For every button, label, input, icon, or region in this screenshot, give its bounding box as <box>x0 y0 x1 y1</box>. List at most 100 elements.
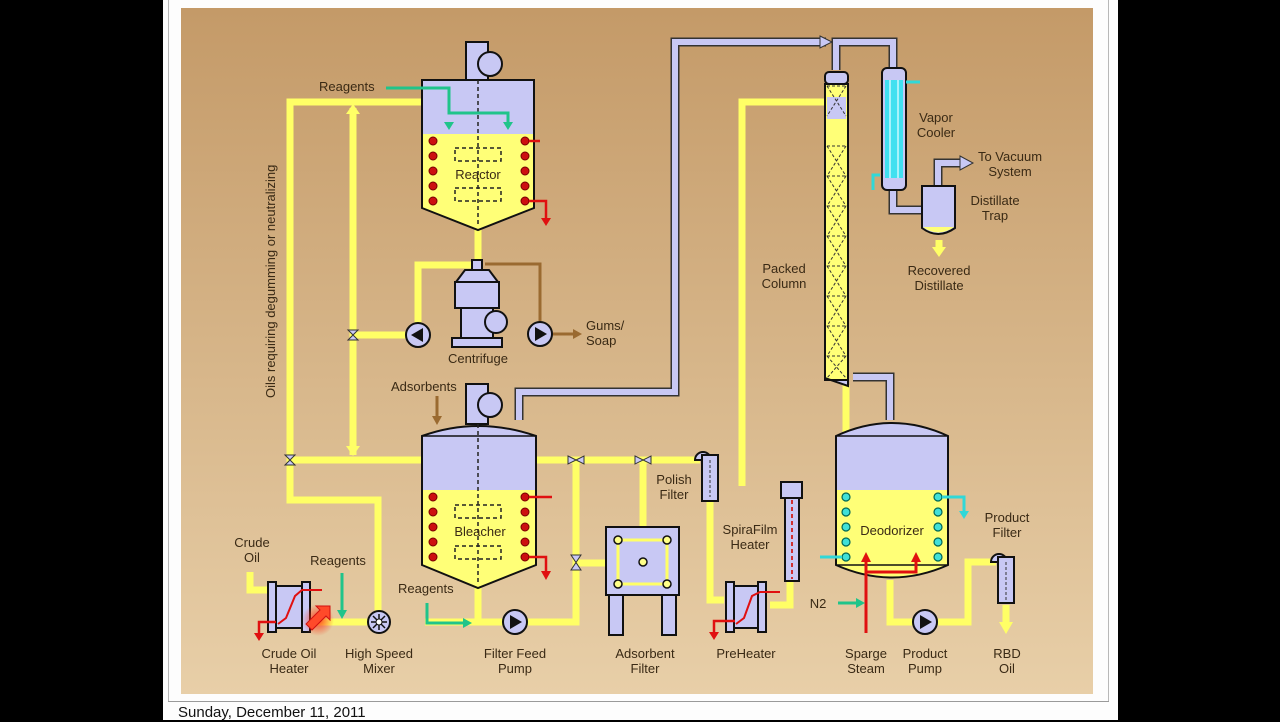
filter-feed-pump-label-line1: Filter Feed <box>484 646 546 661</box>
crude-oil-label-line2: Oil <box>244 550 260 565</box>
cooling-water-in <box>871 173 880 190</box>
bleacher-vessel <box>421 383 537 590</box>
filter-feed-pump-icon <box>502 609 528 635</box>
distillate-trap <box>921 185 956 235</box>
packed-column <box>824 71 849 388</box>
packing-line <box>826 85 847 117</box>
packed-column-label-line1: Packed <box>762 261 805 276</box>
reagent-arrow-icon <box>337 610 347 619</box>
high-speed-mixer-icon <box>367 610 391 634</box>
product-pump-label-line1: Product <box>903 646 948 661</box>
footer-divider <box>168 701 1109 702</box>
reactor-heating-coils <box>428 136 530 206</box>
product-filter-label-line2: Filter <box>993 525 1023 540</box>
reagent-arrow-icon <box>463 618 472 628</box>
spirafilm-heater-label-line2: Heater <box>730 537 770 552</box>
heat-out-arrow-icon <box>709 632 719 640</box>
spirafilm-heater <box>780 481 803 582</box>
cooling-line <box>942 495 966 512</box>
vacuum-arrow <box>959 155 975 171</box>
distillate-trap-label-line1: Distillate <box>970 193 1019 208</box>
footer-date: Sunday, December 11, 2011 <box>178 704 366 721</box>
reactor-label: Reactor <box>455 167 501 182</box>
reagent-arrow-icon <box>503 122 513 130</box>
centrifuge <box>451 259 508 348</box>
adsorbent-filter <box>605 526 680 636</box>
pump-icon <box>527 321 553 347</box>
reagents-pump-label: Reagents <box>398 581 454 596</box>
bleacher-label: Bleacher <box>454 524 506 539</box>
cooling-arrow-icon <box>959 511 969 519</box>
reagent-arrow-icon <box>444 122 454 130</box>
steam-arrow-icon <box>911 552 921 562</box>
product-filter-label-line1: Product <box>985 510 1030 525</box>
heat-out-arrow-icon <box>541 571 551 580</box>
preheater-outlet <box>712 619 735 634</box>
valve-icon <box>570 554 582 571</box>
packing-line <box>826 205 847 237</box>
vapor-arrow <box>819 35 834 49</box>
pump-icon <box>405 322 431 348</box>
vapor-lines <box>514 37 962 420</box>
reagents-line <box>386 86 510 124</box>
packing-line <box>826 265 847 297</box>
gums-soap-label-line1: Gums/ <box>586 318 625 333</box>
to-vacuum-label-line1: To Vacuum <box>978 149 1042 164</box>
recovered-distillate-label-line1: Recovered <box>908 263 971 278</box>
product-pump-label-line2: Pump <box>908 661 942 676</box>
vapor-cooler-label-line1: Vapor <box>919 110 953 125</box>
reagents-top-label: Reagents <box>319 79 375 94</box>
to-vacuum-label-line2: System <box>988 164 1031 179</box>
valve-icon <box>346 329 360 341</box>
filter-feed-pump-label-line2: Pump <box>498 661 532 676</box>
product-filter <box>989 553 1015 604</box>
packing-line <box>826 145 847 177</box>
n2-label: N2 <box>810 596 827 611</box>
reagents-mixer-label: Reagents <box>310 553 366 568</box>
preheater-coil <box>735 591 780 625</box>
reactor-heat-lines <box>529 139 548 220</box>
gums-line <box>485 262 542 325</box>
valve-icon <box>634 455 652 465</box>
page-border-left <box>168 0 169 702</box>
product-pump-icon <box>912 609 938 635</box>
heat-out-arrow-icon <box>254 633 264 641</box>
polish-filter <box>693 451 719 502</box>
rbd-oil-label-line2: Oil <box>999 661 1015 676</box>
side-note: Oils requiring degumming or neutralizing <box>263 165 278 398</box>
sparge-steam-label-line1: Sparge <box>845 646 887 661</box>
adsorbents-label: Adsorbents <box>391 379 457 394</box>
valve-icon <box>567 455 585 465</box>
packing-line <box>826 325 847 357</box>
packed-column-label-line2: Column <box>762 276 807 291</box>
adsorbent-filter-label-line1: Adsorbent <box>615 646 675 661</box>
high-speed-mixer-label-line2: Mixer <box>363 661 395 676</box>
gums-arrow-icon <box>573 329 582 339</box>
bleacher-heat-lines <box>529 495 552 572</box>
deodorizer-vessel <box>835 422 949 579</box>
bleacher-heating-coils <box>428 492 530 562</box>
crude-oil-label-line1: Crude <box>234 535 269 550</box>
sparge-steam-label-line2: Steam <box>847 661 885 676</box>
heater-coil <box>277 589 322 625</box>
spirafilm-heater-label-line1: SpiraFilm <box>723 522 778 537</box>
steam-arrow-icon <box>861 552 871 562</box>
mouse-cursor-icon <box>302 604 334 636</box>
high-speed-mixer-label-line1: High Speed <box>345 646 413 661</box>
heat-out-arrow-icon <box>541 218 551 226</box>
rbd-oil-label-line1: RBD <box>993 646 1020 661</box>
centrifuge-label: Centrifuge <box>448 351 508 366</box>
packing-line <box>826 295 847 327</box>
preheater <box>725 581 767 633</box>
polish-filter-label-line1: Polish <box>656 472 691 487</box>
preheater-label: PreHeater <box>716 646 776 661</box>
vapor-cooler <box>881 67 907 191</box>
adsorbent-filter-label-line2: Filter <box>631 661 661 676</box>
crude-oil-heater-label-line1: Crude Oil <box>262 646 317 661</box>
crude-oil-heater-label-line2: Heater <box>269 661 309 676</box>
process-flow-diagram: Reactor Centrifuge Gums/ Soap Reagents O… <box>181 8 1093 694</box>
valve-icon <box>283 454 297 466</box>
sparge-steam-line <box>864 560 918 633</box>
heater-outlet <box>257 620 276 635</box>
n2-arrow-icon <box>856 598 865 608</box>
